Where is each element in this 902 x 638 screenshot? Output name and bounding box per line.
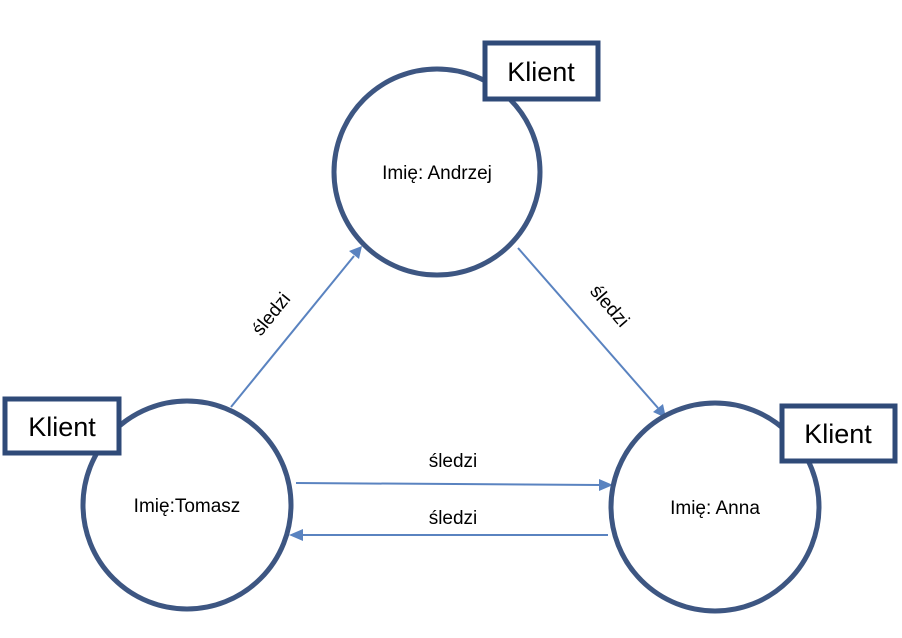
node-label: Imię: Andrzej — [382, 163, 492, 184]
edge-tomasz-to-andrzej: śledzi — [230, 246, 362, 408]
node-tag: Klient — [804, 419, 872, 449]
node-tag-box — [779, 403, 898, 464]
node-label: Imię:Tomasz — [134, 496, 241, 517]
edge-label: śledzi — [429, 508, 478, 529]
node-tag-box — [482, 40, 601, 102]
edge-tomasz-to-anna: śledzi — [295, 451, 613, 491]
node-tag-box — [2, 396, 122, 456]
arrowhead — [289, 529, 303, 541]
edge-andrzej-to-anna: śledzi — [517, 247, 666, 418]
node-circle — [80, 398, 294, 612]
edge-label: śledzi — [248, 289, 295, 340]
node-tomasz: Imię:Tomasz Klient — [2, 396, 294, 612]
node-tag: Klient — [507, 57, 575, 87]
node-andrzej: Imię: Andrzej Klient — [331, 40, 601, 278]
edge-label: śledzi — [585, 281, 633, 331]
node-anna: Imię: Anna Klient — [608, 400, 898, 614]
node-circle — [331, 66, 543, 278]
edge-label: śledzi — [429, 451, 478, 472]
node-tag: Klient — [28, 412, 96, 442]
edge-anna-to-tomasz: śledzi — [289, 508, 608, 541]
arrowhead — [349, 246, 362, 259]
node-label: Imię: Anna — [670, 498, 760, 519]
arrowhead — [599, 479, 613, 491]
node-circle — [608, 400, 822, 614]
